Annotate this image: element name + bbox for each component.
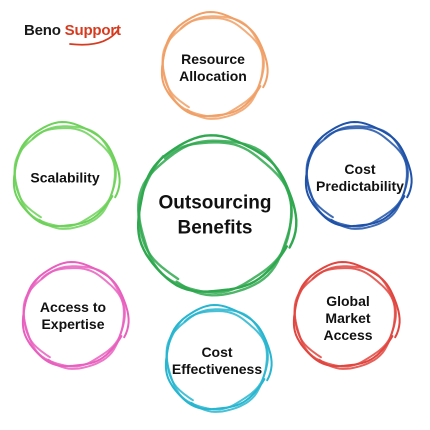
node-ring-scalability	[12, 120, 121, 230]
node-ring-global-market-access	[292, 260, 401, 370]
node-label-resource-allocation: Resource Allocation	[179, 51, 247, 84]
node-ring-cost-predictability	[304, 120, 413, 230]
node-label-cost-effectiveness: Cost Effectiveness	[171, 344, 263, 377]
center-label: Outsourcing Benefits	[158, 192, 272, 238]
logo: Beno Support	[24, 22, 121, 39]
center-ring	[136, 134, 298, 297]
node-label-access-to-expertise: Access to Expertise	[39, 299, 107, 332]
logo-word-support: Support	[64, 22, 121, 39]
node-label-global-market-access: Global Market Access	[323, 292, 373, 343]
logo-swoosh	[69, 29, 119, 46]
logo-word-beno: Beno	[24, 22, 61, 39]
node-ring-cost-effectiveness	[164, 303, 273, 413]
node-ring-resource-allocation	[160, 10, 269, 120]
node-label-scalability: Scalability	[30, 169, 100, 186]
diagram-rings	[12, 10, 413, 413]
node-ring-access-to-expertise	[21, 260, 130, 370]
node-label-cost-predictability: Cost Predictability	[316, 161, 404, 194]
